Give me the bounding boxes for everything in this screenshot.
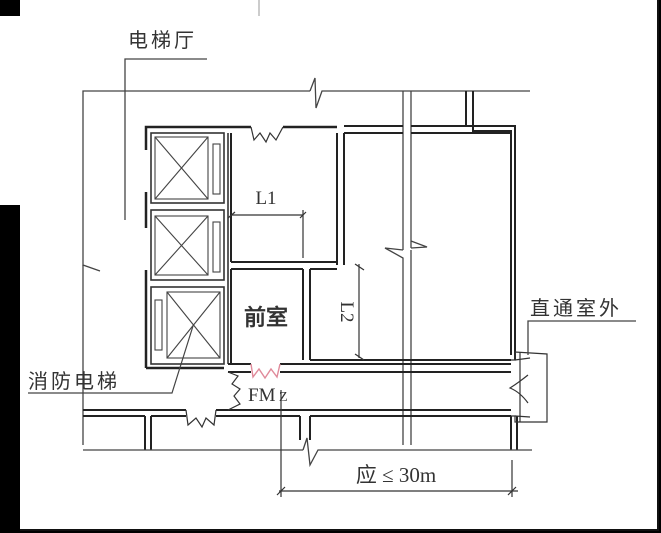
label-distance-rule: 应 ≤ 30m xyxy=(356,463,436,487)
corridor-walls xyxy=(83,409,518,450)
label-fire-door: FM xyxy=(248,385,276,406)
elevator-2-icon xyxy=(154,215,221,276)
exit-door-icon xyxy=(508,351,548,423)
right-room-walls xyxy=(336,91,516,360)
white-edge-gap xyxy=(0,16,20,205)
label-elevator-hall: 电梯厅 xyxy=(128,28,197,52)
label-direct-outdoor: 直通室外 xyxy=(530,296,622,320)
dimension-l2 xyxy=(354,263,365,361)
top-door-icon xyxy=(250,126,284,144)
vertical-pipe xyxy=(384,91,428,445)
black-edge-top xyxy=(0,0,20,16)
label-l1: L1 xyxy=(255,188,276,209)
elevator-1-icon xyxy=(154,136,221,200)
fire-elevator-icon xyxy=(154,291,221,359)
dimension-l1 xyxy=(227,210,307,258)
fire-elevator-leader xyxy=(28,325,194,394)
anteroom-side-door-icon xyxy=(227,371,241,411)
corridor-door-icon xyxy=(185,409,217,429)
label-fire-door-suffix: Z xyxy=(279,390,288,405)
fire-door-icon xyxy=(250,363,281,380)
bottom-outline xyxy=(83,437,532,468)
anteroom-walls xyxy=(228,133,511,373)
label-anteroom: 前室 xyxy=(244,305,288,331)
elevator-hall-leader xyxy=(124,58,207,220)
dimension-30m xyxy=(276,390,518,497)
diagram-frame xyxy=(20,0,659,531)
label-l2: L2 xyxy=(336,301,357,322)
label-fire-elevator: 消防电梯 xyxy=(28,369,120,393)
core-walls xyxy=(144,125,337,370)
elevator-shafts xyxy=(150,132,229,365)
direct-outdoor-leader xyxy=(527,320,636,355)
